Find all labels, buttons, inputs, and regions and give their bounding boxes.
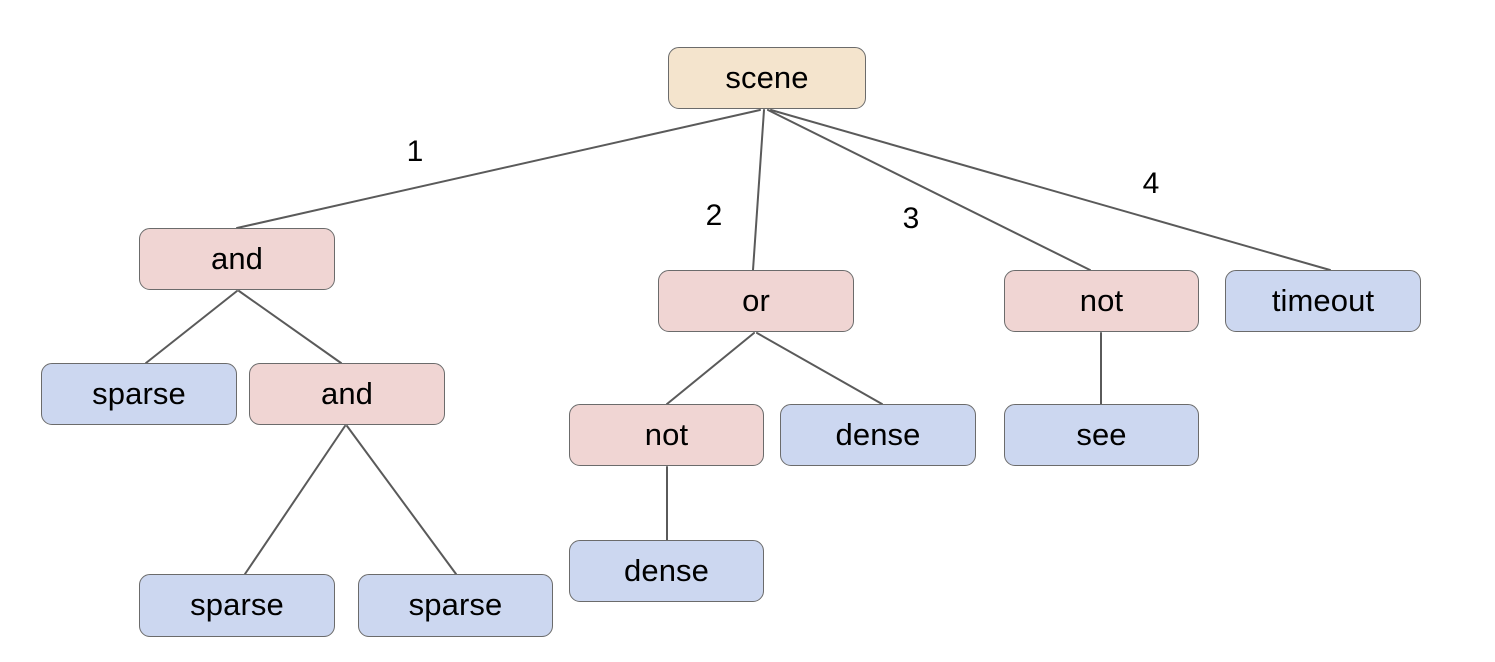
- tree-edge-and1-to-sparseA: [145, 290, 238, 364]
- tree-node-sparseC[interactable]: sparse: [358, 574, 553, 637]
- tree-node-scene[interactable]: scene: [668, 47, 866, 109]
- edge-label-1: 1: [406, 135, 424, 168]
- tree-node-label: scene: [725, 59, 809, 95]
- tree-node-label: dense: [835, 416, 921, 452]
- tree-node-label: see: [1076, 416, 1127, 452]
- tree-edge-scene-to-or1: [752, 109, 765, 271]
- tree-node-label: and: [210, 240, 264, 276]
- tree-node-label: sparse: [408, 587, 503, 622]
- tree-node-timeout[interactable]: timeout: [1225, 270, 1421, 332]
- tree-node-see[interactable]: see: [1004, 404, 1199, 466]
- tree-node-label: sparse: [190, 587, 284, 622]
- tree-edge-scene-to-timeout: [770, 109, 1331, 271]
- tree-node-label: timeout: [1271, 282, 1375, 318]
- tree-edge-scene-to-notR: [767, 109, 1091, 271]
- tree-node-or1[interactable]: or: [658, 270, 854, 332]
- tree-node-and2[interactable]: and: [249, 363, 445, 425]
- tree-node-sparseB[interactable]: sparse: [139, 574, 335, 637]
- tree-node-notR[interactable]: not: [1004, 270, 1199, 332]
- tree-edge-or1-to-notM: [666, 332, 755, 405]
- tree-node-denseB[interactable]: dense: [569, 540, 764, 602]
- tree-node-denseM[interactable]: dense: [780, 404, 976, 466]
- tree-node-label: sparse: [92, 375, 186, 411]
- tree-node-label: not: [1079, 282, 1124, 318]
- tree-edge-and1-to-and2: [238, 290, 342, 364]
- tree-node-label: or: [742, 282, 770, 318]
- tree-edge-or1-to-denseM: [756, 332, 883, 405]
- edge-label-2: 2: [705, 199, 723, 232]
- tree-node-sparseA[interactable]: sparse: [41, 363, 237, 425]
- edge-label-3: 3: [902, 202, 920, 235]
- tree-edge-and2-to-sparseB: [244, 425, 346, 575]
- tree-node-notM[interactable]: not: [569, 404, 764, 466]
- tree-node-label: not: [644, 416, 689, 452]
- tree-edge-and2-to-sparseC: [346, 425, 457, 575]
- tree-edge-scene-to-and1: [236, 109, 761, 229]
- tree-node-label: and: [320, 375, 374, 411]
- tree-node-and1[interactable]: and: [139, 228, 335, 290]
- tree-node-label: dense: [624, 552, 709, 588]
- edge-label-4: 4: [1142, 167, 1160, 200]
